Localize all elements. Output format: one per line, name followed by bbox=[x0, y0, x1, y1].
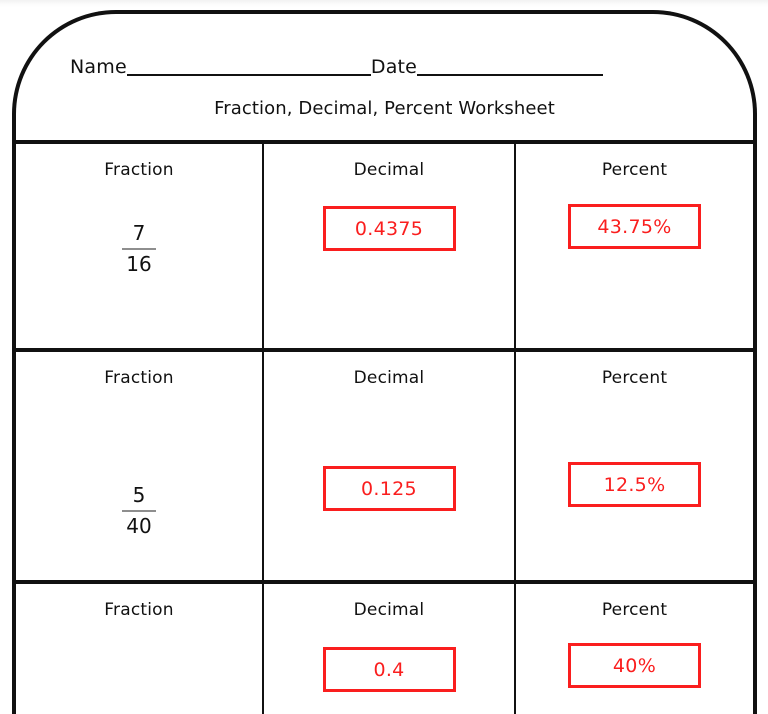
fraction-numerator: 5 bbox=[132, 483, 146, 507]
column-header-percent: Percent bbox=[601, 368, 668, 388]
decimal-answer-box[interactable]: 0.4 bbox=[322, 647, 456, 692]
fraction-numerator: 7 bbox=[132, 221, 146, 245]
column-header-fraction: Fraction bbox=[104, 160, 174, 180]
percent-cell: Percent 43.75% bbox=[516, 144, 753, 348]
decimal-cell: Decimal 0.125 bbox=[264, 352, 516, 580]
decimal-cell: Decimal 0.4375 bbox=[264, 144, 516, 348]
column-header-decimal: Decimal bbox=[353, 368, 425, 388]
fraction-bar bbox=[121, 248, 156, 250]
fraction-value: 5 40 bbox=[121, 484, 156, 538]
fraction-cell: Fraction 8 bbox=[16, 584, 264, 714]
date-input-line[interactable] bbox=[417, 74, 604, 76]
page-title: Fraction, Decimal, Percent Worksheet bbox=[214, 98, 555, 119]
column-header-percent: Percent bbox=[601, 600, 668, 620]
percent-answer-box[interactable]: 40% bbox=[568, 643, 701, 688]
decimal-cell: Decimal 0.4 bbox=[264, 584, 516, 714]
percent-answer-box[interactable]: 12.5% bbox=[568, 462, 701, 507]
table-row: Fraction 8 Decimal 0.4 Percent 40% bbox=[16, 584, 753, 714]
percent-cell: Percent 12.5% bbox=[516, 352, 753, 580]
column-header-decimal: Decimal bbox=[353, 160, 425, 180]
percent-answer-box[interactable]: 43.75% bbox=[568, 204, 701, 249]
name-input-line[interactable] bbox=[126, 74, 371, 76]
name-date-row: Name Date bbox=[70, 58, 690, 78]
date-label: Date bbox=[370, 56, 418, 78]
decimal-answer-box[interactable]: 0.125 bbox=[322, 466, 456, 511]
top-background-strip bbox=[0, 0, 768, 7]
column-header-percent: Percent bbox=[601, 160, 668, 180]
column-header-decimal: Decimal bbox=[353, 600, 425, 620]
name-label: Name bbox=[70, 56, 127, 78]
fraction-cell: Fraction 5 40 bbox=[16, 352, 264, 580]
column-header-fraction: Fraction bbox=[104, 600, 174, 620]
fraction-bar bbox=[121, 510, 156, 512]
fraction-cell: Fraction 7 16 bbox=[16, 144, 264, 348]
table-row: Fraction 5 40 Decimal 0.125 Percent 12.5… bbox=[16, 352, 753, 584]
decimal-answer-box[interactable]: 0.4375 bbox=[322, 206, 456, 251]
fraction-value: 7 16 bbox=[121, 222, 156, 276]
table-row: Fraction 7 16 Decimal 0.4375 Percent 43.… bbox=[16, 144, 753, 352]
worksheet-table: Fraction 7 16 Decimal 0.4375 Percent 43.… bbox=[12, 140, 757, 714]
percent-cell: Percent 40% bbox=[516, 584, 753, 714]
fraction-denominator: 16 bbox=[126, 252, 152, 276]
worksheet-header: Name Date Fraction, Decimal, Percent Wor… bbox=[12, 10, 757, 142]
column-header-fraction: Fraction bbox=[104, 368, 174, 388]
fraction-denominator: 40 bbox=[126, 514, 152, 538]
